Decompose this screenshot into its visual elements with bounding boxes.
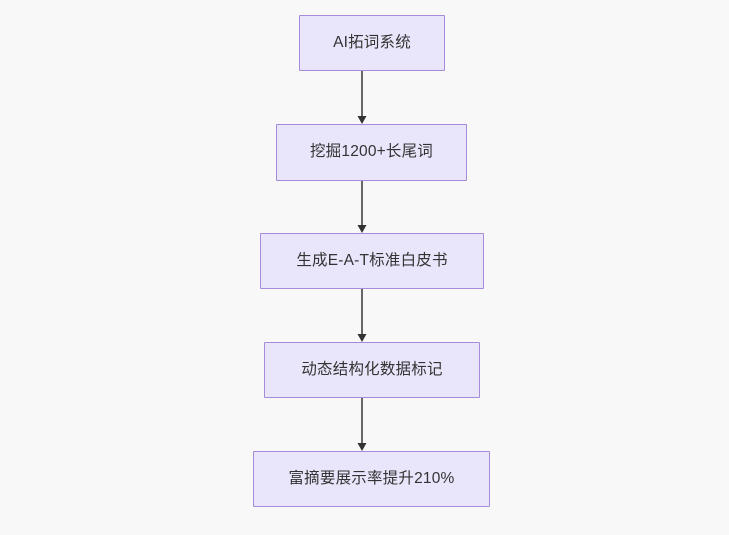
flow-arrow-2	[352, 181, 372, 233]
flow-node-5[interactable]: 富摘要展示率提升210%	[253, 451, 490, 507]
flow-arrow-1	[352, 71, 372, 124]
flow-node-label: 动态结构化数据标记	[301, 360, 443, 378]
flow-arrow-4	[352, 398, 372, 451]
flow-node-label: AI拓词系统	[333, 33, 411, 51]
flow-node-2[interactable]: 挖掘1200+长尾词	[276, 124, 467, 181]
flow-node-3[interactable]: 生成E-A-T标准白皮书	[260, 233, 484, 289]
flow-node-label: 生成E-A-T标准白皮书	[296, 251, 448, 269]
flow-node-1[interactable]: AI拓词系统	[299, 15, 445, 71]
flow-node-label: 挖掘1200+长尾词	[309, 143, 434, 161]
flow-node-4[interactable]: 动态结构化数据标记	[264, 342, 480, 398]
flow-arrow-3	[352, 289, 372, 342]
flow-node-label: 富摘要展示率提升210%	[288, 469, 455, 487]
